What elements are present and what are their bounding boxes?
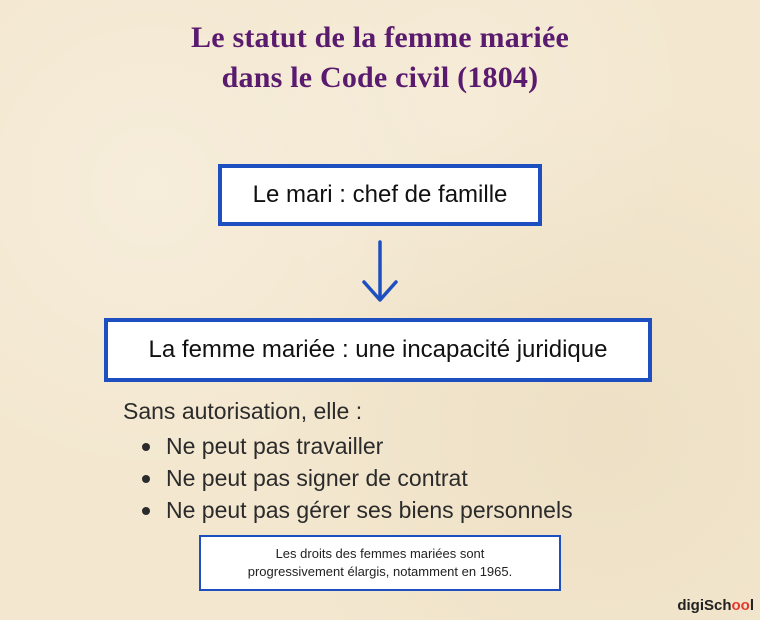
list-item: Ne peut pas travailler <box>140 430 573 462</box>
wife-box-text: La femme mariée : une incapacité juridiq… <box>148 336 608 363</box>
note-line-1: Les droits des femmes mariées sont <box>275 546 485 561</box>
wife-box: La femme mariée : une incapacité juridiq… <box>104 318 652 382</box>
restrictions-intro: Sans autorisation, elle : <box>123 398 363 424</box>
restrictions-list: Ne peut pas travailler Ne peut pas signe… <box>140 430 573 526</box>
logo-suffix: l <box>749 597 754 614</box>
title-line-1: Le statut de la femme mariée <box>191 21 569 54</box>
note-line-2: progressivement élargis, notamment en 19… <box>247 564 513 579</box>
husband-box: Le mari : chef de famille <box>218 164 542 226</box>
arrow-down-icon <box>362 240 398 302</box>
page-title: Le statut de la femme mariée dans le Cod… <box>0 18 760 98</box>
list-item: Ne peut pas signer de contrat <box>140 462 573 494</box>
note-box: Les droits des femmes mariées sont progr… <box>199 535 561 591</box>
list-item: Ne peut pas gérer ses biens personnels <box>140 494 573 526</box>
logo-oo: oo <box>731 597 750 614</box>
title-line-2: dans le Code civil (1804) <box>221 61 539 94</box>
husband-box-text: Le mari : chef de famille <box>252 181 508 208</box>
logo-prefix: digiSch <box>677 597 732 614</box>
digischool-logo: digiSchool <box>677 597 754 614</box>
